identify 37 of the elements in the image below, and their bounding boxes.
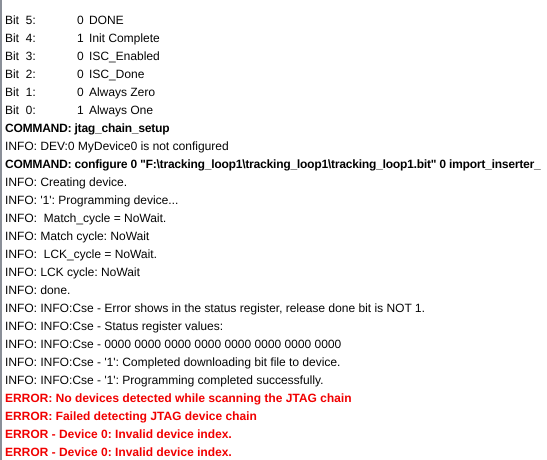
- bit-label: Bit 5:: [5, 13, 37, 27]
- log-message: INFO: INFO:Cse - '1': Programming completed successfully.: [5, 373, 324, 387]
- error-message: ERROR - Device 0: Invalid device index.: [5, 427, 232, 441]
- command-line: COMMAND: configure 0 "F:\tracking_loop1\tracking_loop1\tracking_loop1.bit" 0 import_inserter_: [5, 157, 541, 171]
- bit-value: 0: [77, 49, 85, 63]
- log-message: INFO: done.: [5, 283, 70, 297]
- bit-description: ISC_Enabled: [89, 49, 160, 63]
- log-message: INFO: LCK cycle: NoWait: [5, 265, 140, 279]
- bit-description: Always Zero: [89, 85, 156, 99]
- bit-description: ISC_Done: [89, 67, 144, 81]
- log-message: INFO: INFO:Cse - '1': Completed downloading bit file to device.: [5, 355, 340, 369]
- bit-description: Init Complete: [89, 31, 160, 45]
- bit-label: Bit 3:: [5, 49, 37, 63]
- bit-label: Bit 1:: [5, 85, 37, 99]
- log-message: INFO: INFO:Cse - Error shows in the status register, release done bit is NOT 1.: [5, 301, 425, 315]
- log-message: INFO: DEV:0 MyDevice0 is not configured: [5, 139, 229, 153]
- command-line: COMMAND: jtag_chain_setup: [5, 121, 170, 135]
- bit-label: Bit 2:: [5, 67, 37, 81]
- bit-value: 1: [77, 103, 85, 117]
- log-message: INFO: '1': Programming device...: [5, 193, 178, 207]
- bit-description: Always One: [89, 103, 154, 117]
- log-message: INFO: LCK_cycle = NoWait.: [5, 247, 157, 261]
- bit-label: Bit 0:: [5, 103, 37, 117]
- log-message: INFO: Creating device.: [5, 175, 128, 189]
- log-message: INFO: INFO:Cse - Status register values:: [5, 319, 224, 333]
- bit-value: 0: [77, 67, 85, 81]
- log-message: INFO: INFO:Cse - 0000 0000 0000 0000 0000 0000 0000 0000: [5, 337, 342, 351]
- error-message: ERROR: No devices detected while scanning the JTAG chain: [5, 391, 352, 405]
- bit-value: 0: [77, 85, 85, 99]
- bit-label: Bit 4:: [5, 31, 37, 45]
- bit-description: DONE: [89, 13, 124, 27]
- error-message: ERROR - Device 0: Invalid device index.: [5, 445, 232, 459]
- bit-value: 0: [77, 13, 85, 27]
- log-message: INFO: Match cycle: NoWait: [5, 229, 150, 243]
- error-message: ERROR: Failed detecting JTAG device chain: [5, 409, 257, 423]
- bit-value: 1: [77, 31, 85, 45]
- log-message: INFO: Match_cycle = NoWait.: [5, 211, 166, 225]
